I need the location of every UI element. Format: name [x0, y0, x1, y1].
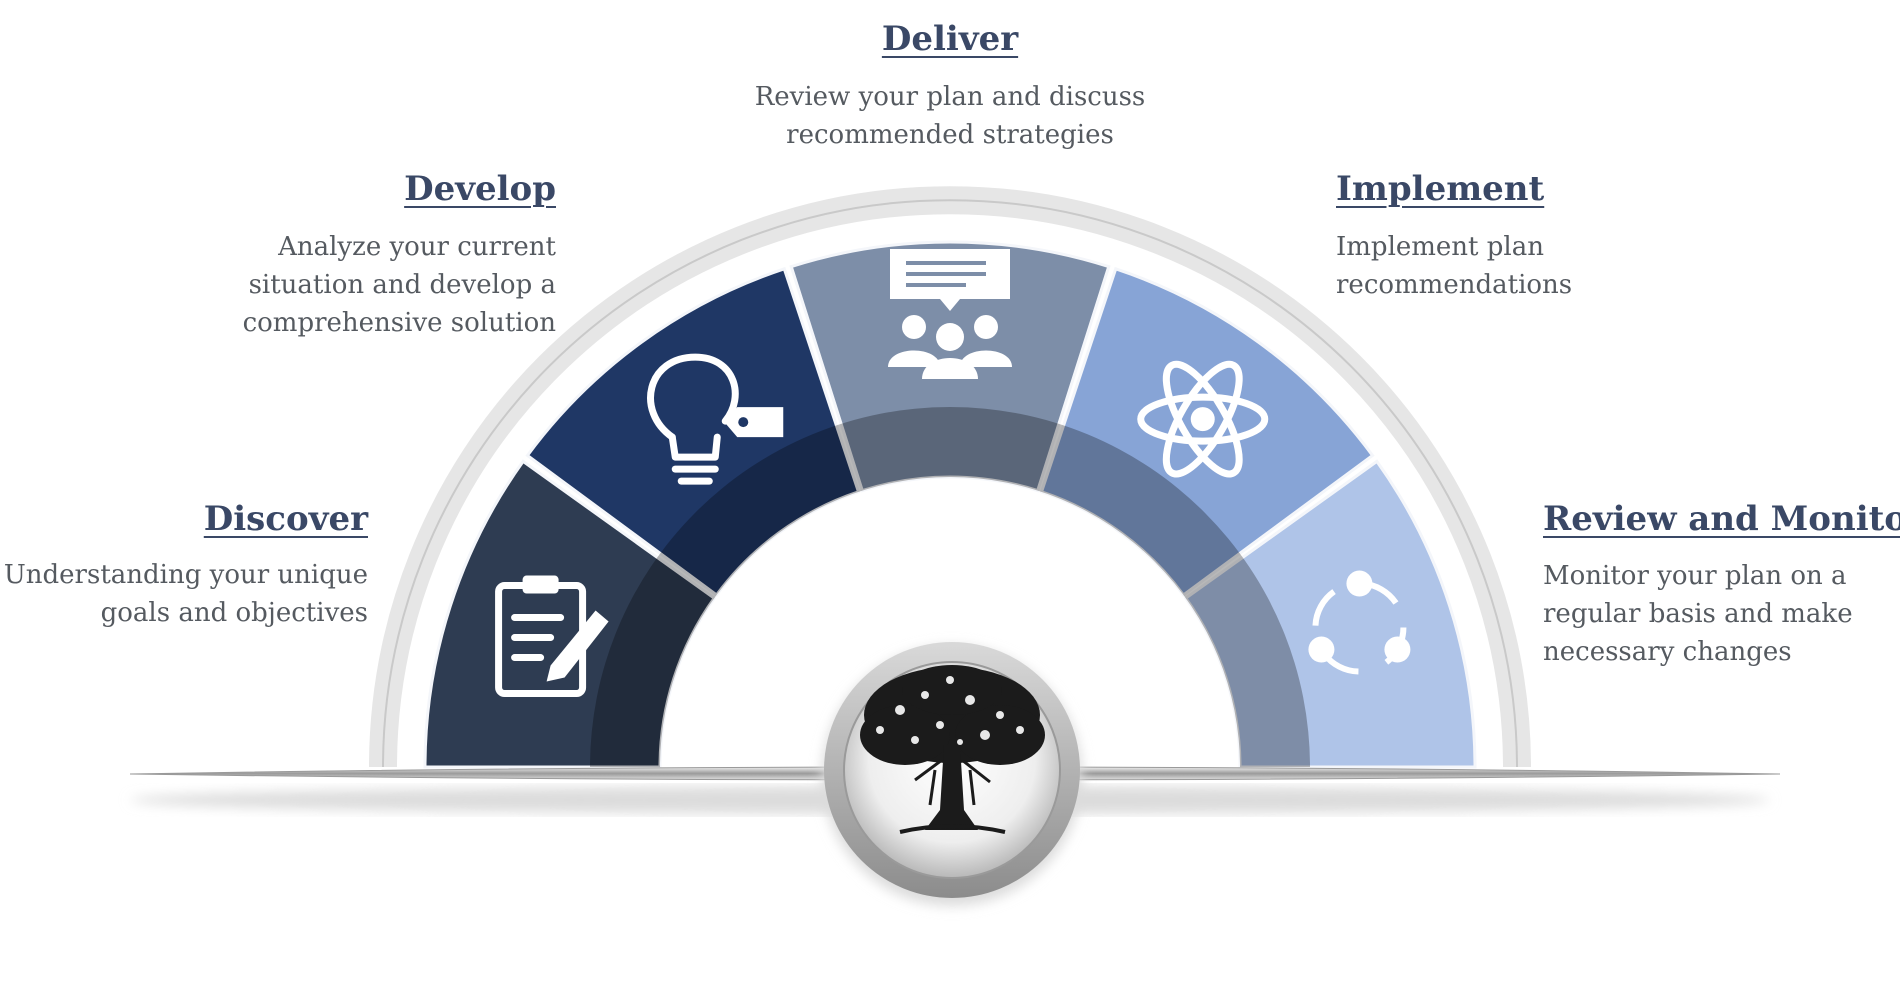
arc-segments	[423, 240, 1477, 769]
segment-review-and-monitor	[1183, 459, 1477, 769]
step-title-implement: Implement	[1336, 169, 1545, 209]
clipboard-pencil-icon	[495, 575, 609, 698]
step-title-review-and-monitor: Review and Monitor	[1543, 499, 1900, 539]
meeting-chat-icon	[888, 249, 1012, 379]
segment-develop	[525, 266, 861, 598]
cycle-icon	[1308, 570, 1411, 675]
inner-shadow-band	[590, 407, 1310, 767]
atom-icon	[1137, 360, 1269, 478]
lightbulb-icon	[647, 353, 784, 485]
step-title-develop: Develop	[404, 169, 556, 209]
step-title-discover: Discover	[203, 499, 368, 539]
segment-implement	[1039, 266, 1375, 598]
step-title-deliver: Deliver	[881, 19, 1019, 59]
tree-logo-icon	[822, 642, 1082, 906]
